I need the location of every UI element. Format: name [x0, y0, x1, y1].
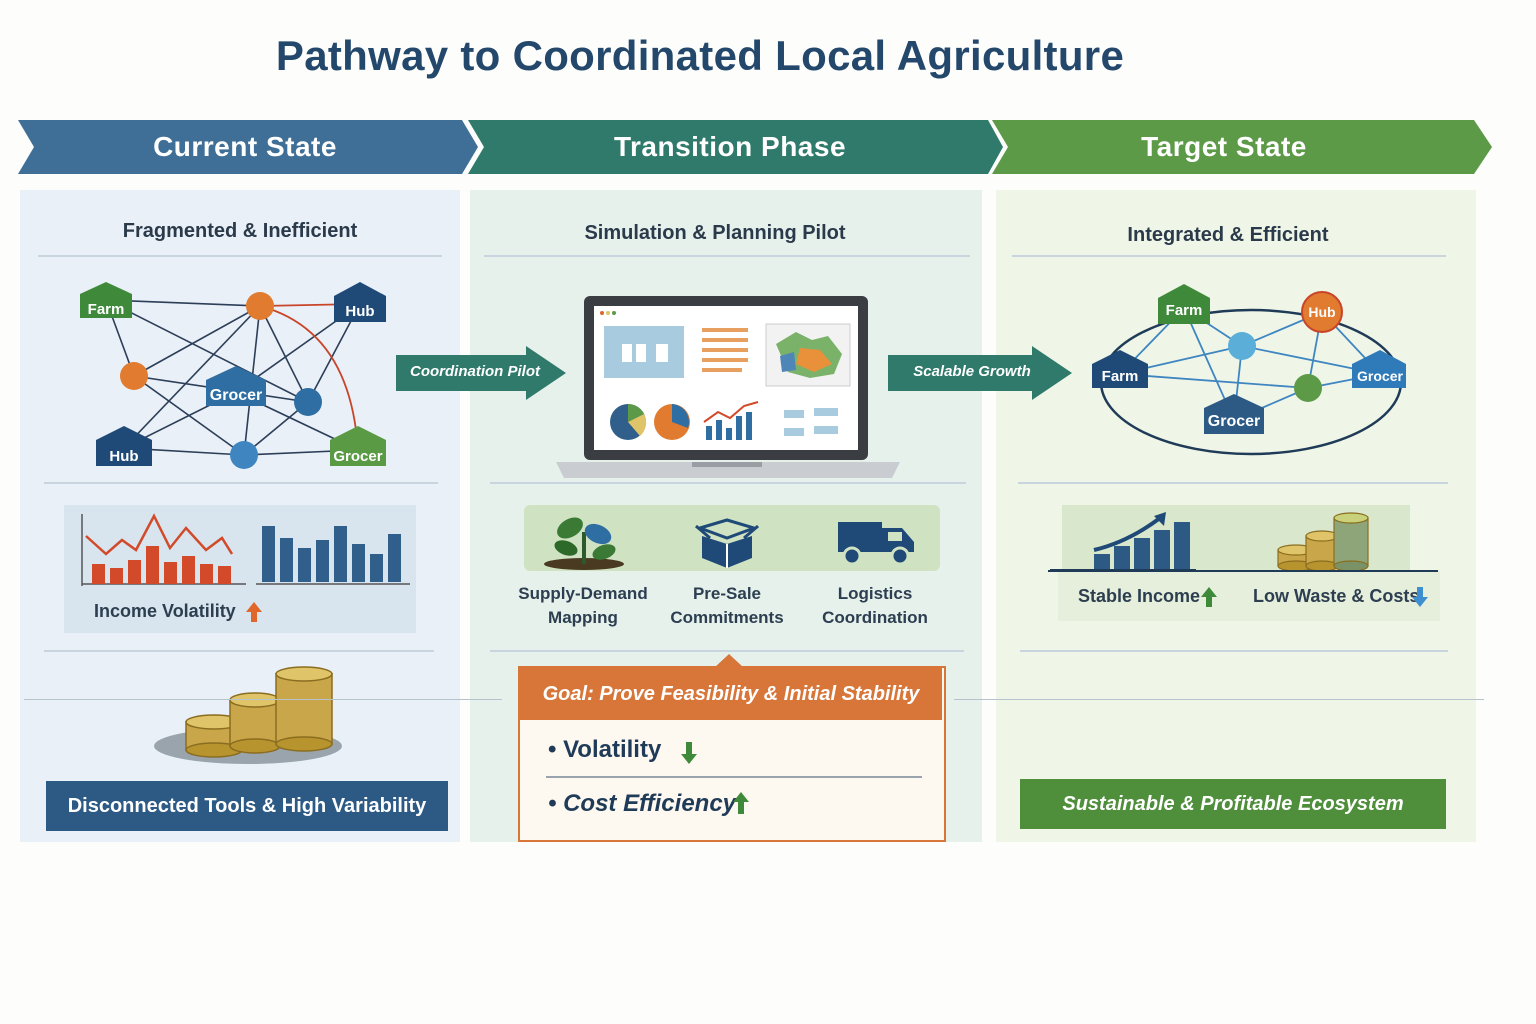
grocer-building-icon: [330, 426, 386, 466]
step-pre-sale: Pre-Sale Commitments: [656, 582, 798, 630]
truck-icon: [838, 522, 914, 566]
step-logistics: Logistics Coordination: [806, 582, 944, 630]
fragmented-network-diagram: Farm Hub Grocer Hub Grocer: [80, 282, 386, 469]
chevron-transition: [468, 120, 1003, 174]
divider: [1048, 570, 1438, 572]
node-label: Farm: [88, 301, 125, 318]
stable-income-label: Stable Income: [1078, 586, 1201, 606]
current-footer-banner: Disconnected Tools & High Variability: [46, 781, 448, 831]
step-label-line: Pre-Sale: [692, 584, 762, 603]
divider: [1018, 482, 1448, 484]
box-icon: [695, 518, 759, 568]
node-label: Grocer: [1208, 413, 1260, 430]
node-label: Hub: [1308, 304, 1335, 320]
node-label: Grocer: [333, 448, 382, 465]
grocer-building-icon: [1352, 350, 1406, 388]
node-label: Grocer: [210, 387, 262, 404]
chevron-current: [18, 120, 478, 174]
goal-item-cost-efficiency: • Cost Efficiency: [548, 790, 736, 818]
divider: [1012, 255, 1446, 257]
divider: [546, 776, 922, 778]
node-label: Hub: [109, 448, 138, 465]
up-arrow-icon: [1201, 587, 1217, 607]
coordination-pilot-label: Coordination Pilot: [410, 363, 540, 380]
divider: [484, 255, 970, 257]
farm-building-icon: [80, 282, 132, 318]
step-label-line: Supply-Demand: [518, 584, 648, 603]
node-label: Grocer: [1357, 368, 1403, 384]
laptop-dashboard-icon: [556, 296, 900, 478]
guide-line: [24, 699, 502, 700]
divider: [490, 650, 964, 652]
goal-header: Goal: Prove Feasibility & Initial Stabil…: [520, 668, 942, 720]
scalable-growth-label: Scalable Growth: [913, 363, 1031, 380]
step-supply-demand: Supply-Demand Mapping: [506, 582, 660, 630]
stage-chevrons: [18, 120, 1492, 174]
goal-item-label: Volatility: [563, 736, 662, 763]
seedling-icon: [544, 517, 624, 570]
step-label-line: Commitments: [670, 608, 784, 627]
farm-building-icon: [1158, 284, 1210, 324]
guide-line: [954, 699, 1484, 700]
volatility-chart-icon: [81, 513, 410, 586]
down-arrow-icon: [681, 742, 697, 764]
stage-label-transition: Transition Phase: [613, 131, 847, 162]
goal-pointer: [714, 654, 744, 668]
coins-stack-icon: [1277, 512, 1369, 572]
integrated-network-diagram: Farm Hub Farm Grocer Grocer: [1092, 284, 1406, 456]
hub-building-icon: [96, 426, 152, 466]
step-label-line: Mapping: [548, 608, 618, 627]
goal-text: Prove Feasibility & Initial Stability: [599, 683, 920, 705]
step-label-line: Logistics: [837, 584, 913, 603]
up-arrow-icon: [246, 602, 262, 622]
hub-node: [1301, 291, 1343, 333]
down-arrow-icon: [1412, 587, 1428, 607]
goal-item-label: Cost Efficiency: [563, 790, 737, 817]
blue-node: [294, 388, 322, 416]
node-label: Farm: [1166, 302, 1203, 319]
low-waste-costs-label: Low Waste & Costs: [1253, 586, 1420, 606]
target-subtitle: Integrated & Efficient: [1127, 224, 1329, 246]
divider: [44, 482, 438, 484]
transition-subtitle: Simulation & Planning Pilot: [584, 222, 846, 244]
growth-chart-icon: [1050, 512, 1196, 571]
coordination-pilot-arrow: [396, 346, 566, 400]
target-metrics-label-strip: [1058, 571, 1440, 621]
step-label-line: Coordination: [822, 608, 928, 627]
income-volatility-label: Income Volatility: [94, 601, 236, 621]
bullet: •: [548, 736, 557, 763]
grocer-building-icon: [1204, 394, 1264, 434]
divider: [38, 255, 442, 257]
stage-label-current: Current State: [153, 131, 337, 162]
blue-node: [1228, 332, 1256, 360]
coins-stack-icon: [154, 666, 342, 764]
node-label: Hub: [345, 303, 374, 320]
goal-prefix: Goal:: [542, 683, 594, 705]
page-title: Pathway to Coordinated Local Agriculture: [275, 32, 1125, 79]
current-subtitle: Fragmented & Inefficient: [122, 220, 358, 242]
divider: [44, 650, 434, 652]
grocer-building-icon: [206, 366, 266, 406]
node-label: Farm: [1102, 368, 1139, 385]
bullet: •: [548, 790, 557, 817]
green-node: [1294, 374, 1322, 402]
divider: [490, 482, 966, 484]
target-footer-banner: Sustainable & Profitable Ecosystem: [1020, 779, 1446, 829]
orange-node: [246, 292, 274, 320]
up-arrow-icon: [733, 792, 749, 814]
stage-label-target: Target State: [1141, 131, 1307, 162]
orange-node: [120, 362, 148, 390]
blue-node: [230, 441, 258, 469]
divider: [1020, 650, 1448, 652]
scalable-growth-arrow: [888, 346, 1072, 400]
chevron-target: [992, 120, 1492, 174]
farm-building-icon: [1092, 350, 1148, 388]
goal-item-volatility: • Volatility: [548, 736, 661, 764]
hub-building-icon: [334, 282, 386, 322]
